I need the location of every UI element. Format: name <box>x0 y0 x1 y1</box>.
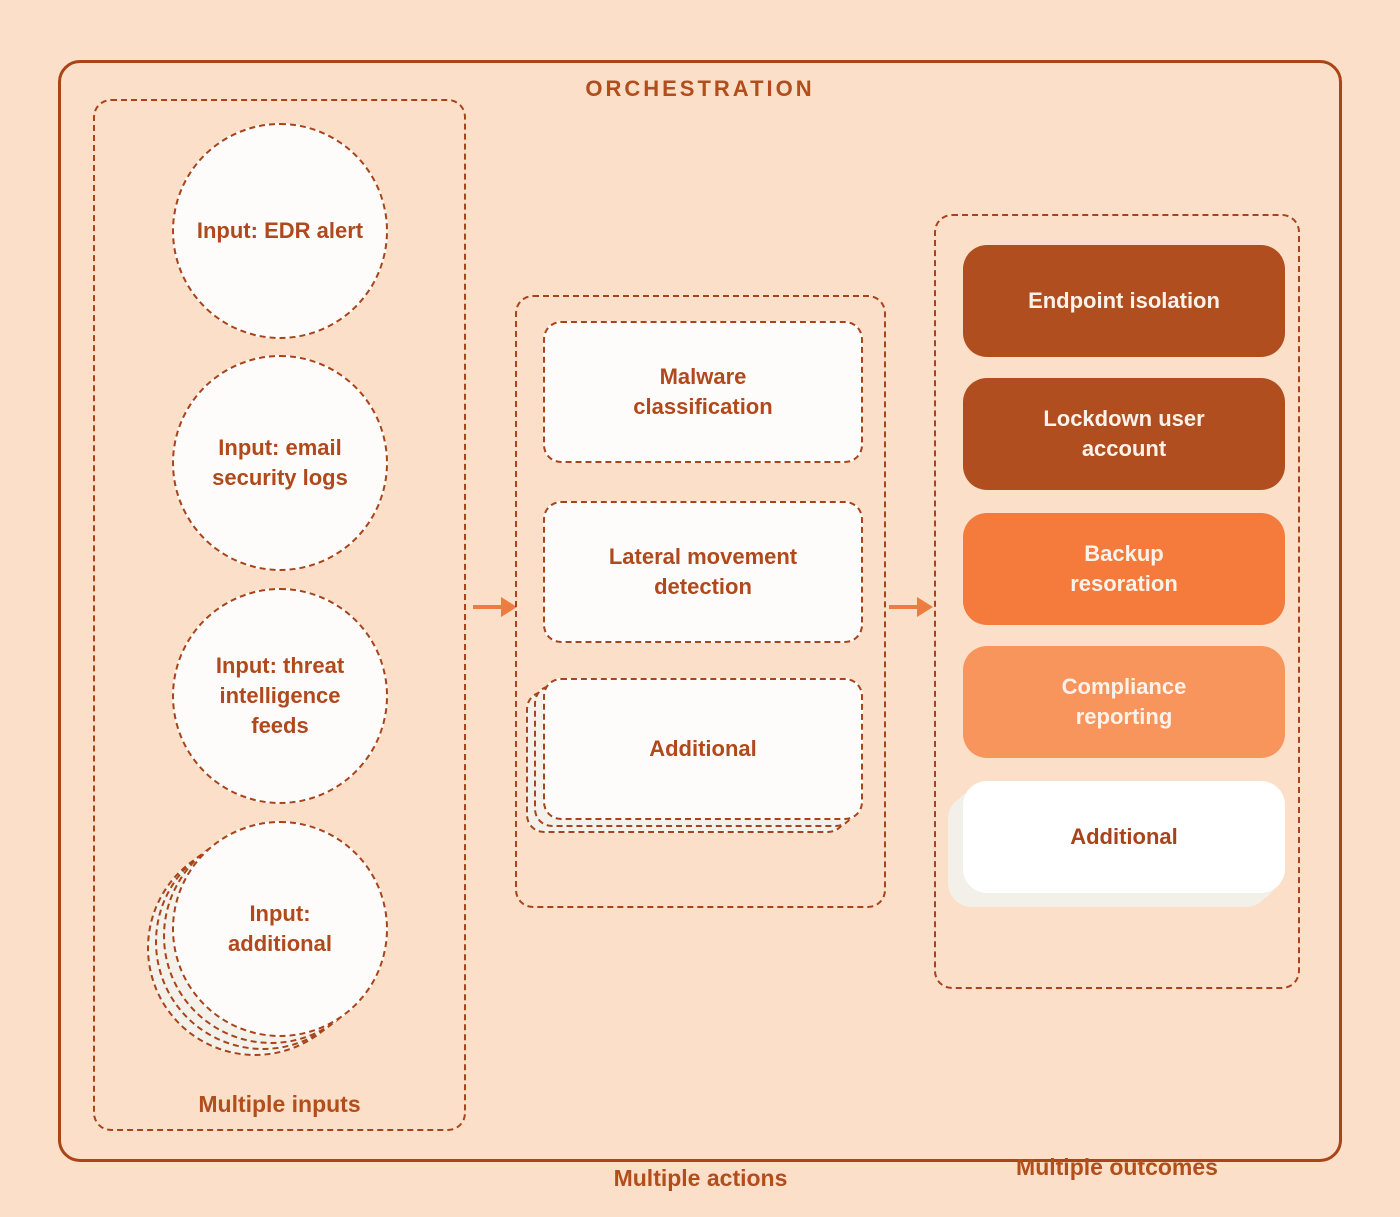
action-label: Additional <box>649 736 757 762</box>
action-box: Additional <box>543 678 863 820</box>
outcomes-group-label: Multiple outcomes <box>1016 1154 1218 1180</box>
action-node-additional: Additional <box>526 678 863 833</box>
diagram-frame <box>58 60 1342 1162</box>
outcome-label: Compliance reporting <box>1061 674 1187 729</box>
input-circle: Input: EDR alert <box>172 123 388 339</box>
input-node-threat-intel-feeds: Input: threat intelligence feeds <box>172 588 388 804</box>
outcome-box: Backup resoration <box>963 513 1285 625</box>
input-label: Input: threat intelligence feeds <box>215 653 345 738</box>
inputs-group-label: Multiple inputs <box>198 1091 361 1117</box>
outcome-node-additional: Additional <box>948 781 1285 907</box>
action-box: Lateral movement detection <box>543 501 863 643</box>
input-label: Input: additional <box>228 901 332 956</box>
input-node-edr-alert: Input: EDR alert <box>172 123 388 339</box>
inputs-group <box>93 99 466 1131</box>
input-circle: Input: email security logs <box>172 355 388 571</box>
outcome-label: Lockdown user account <box>1043 406 1205 461</box>
input-node-email-security-logs: Input: email security logs <box>172 355 388 571</box>
outcome-label: Endpoint isolation <box>1028 288 1220 314</box>
action-node-lateral-movement: Lateral movement detection <box>543 501 863 643</box>
outcome-label: Backup resoration <box>1070 541 1178 596</box>
outcome-node-endpoint-isolation: Endpoint isolation <box>963 245 1285 357</box>
outcome-box: Compliance reporting <box>963 646 1285 758</box>
input-circle: Input: additional <box>172 821 388 1037</box>
action-label: Lateral movement detection <box>608 544 798 599</box>
flow-arrow-icon <box>889 597 933 617</box>
actions-group: Malware classification Lateral movement … <box>515 295 886 1191</box>
flow-arrow-icon <box>473 597 517 617</box>
outcome-box: Additional <box>963 781 1285 893</box>
outcome-box: Endpoint isolation <box>963 245 1285 357</box>
action-label: Malware classification <box>633 364 773 419</box>
outcome-node-backup-resoration: Backup resoration <box>963 513 1285 625</box>
input-label: Input: EDR alert <box>196 218 364 244</box>
input-circle: Input: threat intelligence feeds <box>172 588 388 804</box>
outcome-node-lockdown-user-account: Lockdown user account <box>963 378 1285 490</box>
action-box: Malware classification <box>543 321 863 463</box>
outcome-node-compliance-reporting: Compliance reporting <box>963 646 1285 758</box>
outcome-label: Additional <box>1070 824 1178 850</box>
outcome-box: Lockdown user account <box>963 378 1285 490</box>
action-node-malware-classification: Malware classification <box>543 321 863 463</box>
input-node-additional: Input: additional <box>147 821 388 1056</box>
outcomes-group: Endpoint isolation Lockdown user account… <box>934 214 1300 1180</box>
actions-group-label: Multiple actions <box>613 1165 788 1191</box>
diagram-title: ORCHESTRATION <box>585 76 815 101</box>
input-label: Input: email security logs <box>212 435 348 490</box>
